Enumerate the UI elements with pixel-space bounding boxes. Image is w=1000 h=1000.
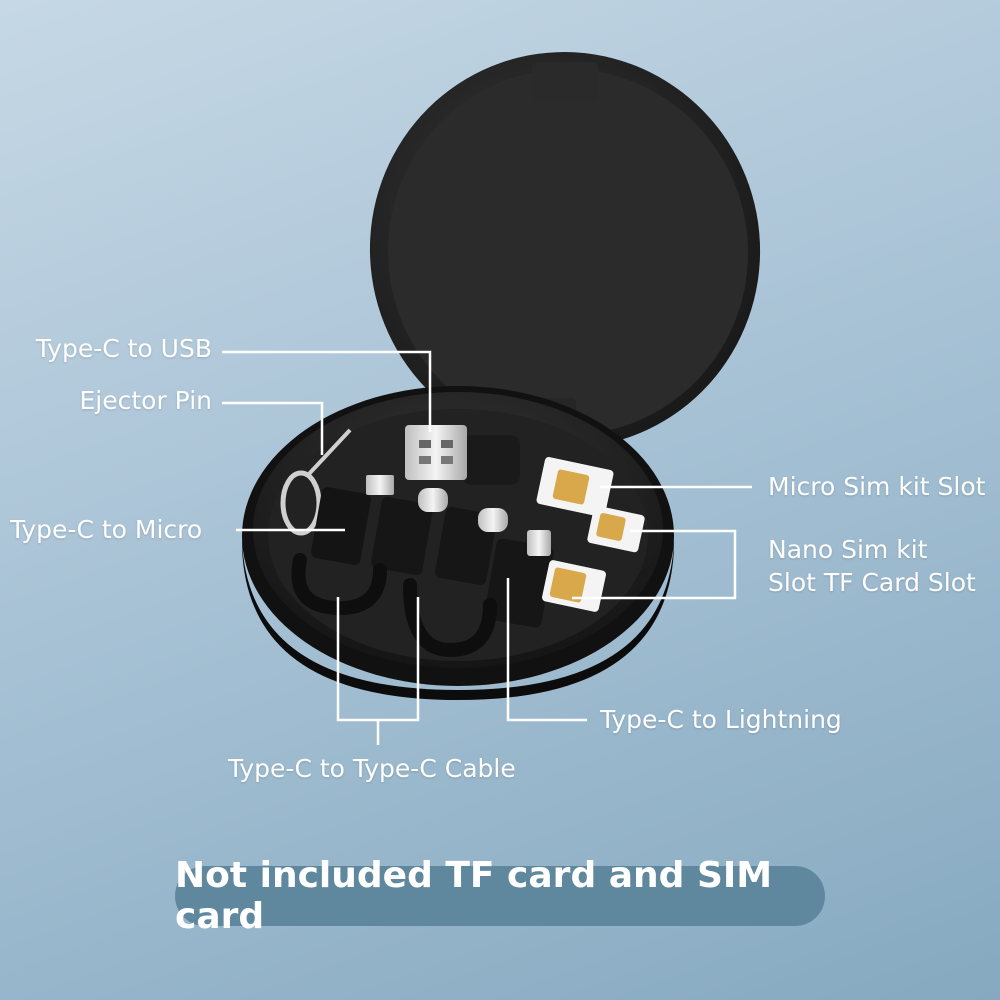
nano-sim-kit-slot bbox=[587, 505, 645, 553]
label-type-c-to-type-c-cable: Type-C to Type-C Cable bbox=[228, 754, 516, 783]
label-nano-sim-kit-line1: Nano Sim kit bbox=[768, 535, 928, 564]
label-type-c-to-micro: Type-C to Micro bbox=[10, 515, 203, 544]
callout-line-ejector-pin bbox=[222, 401, 324, 455]
label-nano-sim-kit-line2: Slot TF Card Slot bbox=[768, 568, 976, 597]
label-type-c-to-lightning: Type-C to Lightning bbox=[600, 705, 842, 734]
notice-banner-text: Not included TF card and SIM card bbox=[175, 855, 773, 937]
adapter-type-c-to-lightning bbox=[484, 530, 554, 628]
callout-line-type-c-to-lightning bbox=[506, 578, 587, 722]
adapter-type-c-2 bbox=[435, 506, 508, 586]
type-c-cable bbox=[291, 553, 497, 658]
label-micro-sim-kit-slot: Micro Sim kit Slot bbox=[768, 472, 986, 501]
ejector-pin bbox=[280, 428, 352, 536]
callout-lines bbox=[222, 350, 752, 745]
label-type-c-to-usb: Type-C to USB bbox=[35, 334, 212, 363]
adapter-type-c-1 bbox=[371, 488, 448, 576]
callout-line-type-c-to-usb bbox=[222, 350, 432, 432]
callout-line-nano-sim bbox=[572, 529, 737, 600]
label-ejector-pin: Ejector Pin bbox=[79, 386, 212, 415]
notice-banner: Not included TF card and SIM card bbox=[175, 855, 825, 937]
micro-sim-kit-slot bbox=[536, 456, 614, 518]
adapter-type-c-to-micro bbox=[311, 475, 394, 565]
type-c-to-usb-adapter bbox=[405, 425, 520, 485]
